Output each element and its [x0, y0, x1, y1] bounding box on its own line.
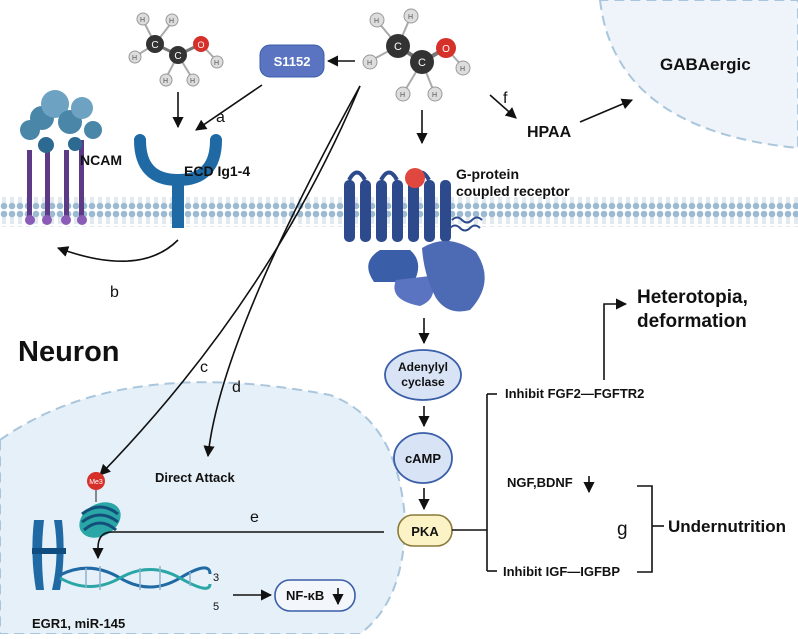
s1152-node — [259, 44, 325, 78]
gpcr-receptor — [344, 168, 485, 312]
hpaa-label: HPAA — [527, 124, 572, 141]
atom-c-label: C — [418, 57, 426, 69]
ngf-bdnf-label: NGF,BDNF — [507, 475, 573, 490]
s1152-label: S1152 — [274, 54, 311, 69]
chromosome — [32, 520, 66, 590]
inhibit-igf-label: Inhibit IGF—IGFBP — [503, 564, 620, 579]
camp-node — [393, 432, 453, 484]
gpcr-label-line2: coupled receptor — [456, 183, 570, 199]
me3-label: Me3 — [89, 479, 103, 486]
label-e: e — [250, 509, 259, 526]
ecd-receptor — [134, 134, 222, 228]
svg-text:H: H — [367, 60, 372, 67]
arrow-ethanol-to-hpaa — [489, 94, 517, 119]
arrow-d — [203, 85, 361, 458]
pka-label: PKA — [411, 524, 439, 539]
dna-strand — [59, 566, 212, 590]
label-f: f — [503, 90, 508, 107]
direct-attack-label: Direct Attack — [155, 470, 235, 485]
egr1-label: EGR1, miR-145 — [32, 616, 125, 631]
neuron-label: Neuron — [18, 336, 120, 368]
gabaergic-cell — [598, 0, 798, 150]
gabaergic-label: GABAergic — [660, 55, 751, 74]
arrow-c — [99, 85, 361, 476]
ethanol-molecule-small: C C O — [128, 12, 224, 87]
label-g: g — [617, 519, 628, 540]
label-a: a — [216, 109, 225, 126]
ncam-label: NCAM — [80, 152, 122, 168]
hydrogen-labels: H H H H H H H H H H H H — [132, 14, 465, 99]
atom-c-label: C — [174, 51, 181, 62]
camp-label: cAMP — [405, 451, 441, 466]
svg-text:H: H — [400, 92, 405, 99]
arrow-s1152-to-ecd — [195, 84, 263, 131]
ncam-protein — [20, 90, 102, 225]
ethanol-molecule-main: C C O — [362, 8, 471, 102]
gpcr-label-line1: G-protein — [456, 166, 519, 182]
strand-5-label: 5 — [213, 601, 219, 613]
strand-3-label: 3 — [213, 572, 219, 584]
nfkb-label: NF-κB — [286, 588, 324, 603]
atom-c-label: C — [151, 40, 158, 51]
atom-c-label: C — [394, 41, 402, 53]
svg-text:H: H — [214, 60, 219, 67]
svg-text:H: H — [432, 92, 437, 99]
svg-text:H: H — [169, 18, 174, 25]
label-b: b — [110, 284, 119, 301]
svg-text:H: H — [190, 78, 195, 85]
ecd-label: ECD Ig1-4 — [184, 163, 250, 179]
heterotopia-label-line2: deformation — [637, 311, 747, 332]
arrow-e — [92, 531, 384, 560]
g-bracket — [637, 485, 653, 573]
svg-text:H: H — [460, 66, 465, 73]
adenylyl-label-line2: cyclase — [401, 375, 445, 389]
svg-text:H: H — [163, 78, 168, 85]
inhibit-fgf-label: Inhibit FGF2—FGFTR2 — [505, 386, 644, 401]
adenylyl-label-line1: Adenylyl — [398, 360, 448, 374]
arrow-b — [56, 239, 179, 262]
svg-text:H: H — [408, 14, 413, 21]
svg-text:H: H — [140, 17, 145, 24]
svg-text:H: H — [374, 18, 379, 25]
label-c: c — [200, 359, 208, 376]
histone-methylation: Me3 — [79, 472, 121, 538]
arrow-hpaa-to-gabaergic — [579, 98, 634, 123]
label-d: d — [232, 379, 241, 396]
atom-o-label: O — [442, 44, 450, 55]
heterotopia-label-line1: Heterotopia, — [637, 287, 748, 308]
adenylyl-cyclase-node — [384, 349, 462, 401]
undernutrition-label: Undernutrition — [668, 517, 786, 536]
atom-o-label: O — [197, 40, 204, 50]
arrow-fgf-to-heterotopia — [603, 298, 628, 380]
svg-text:H: H — [132, 55, 137, 62]
